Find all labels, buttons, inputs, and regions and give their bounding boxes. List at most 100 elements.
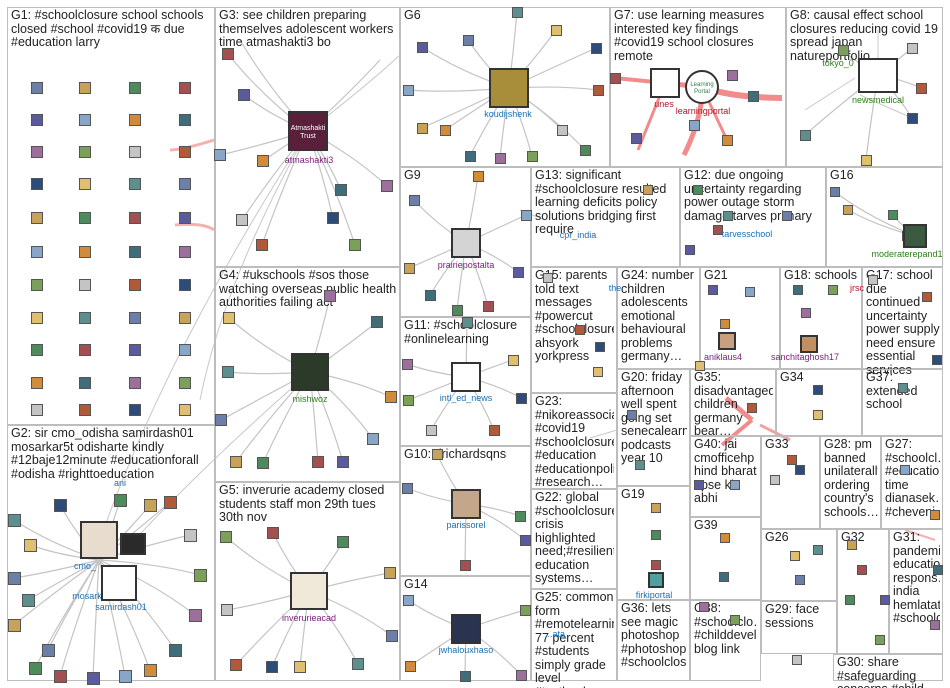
user-avatar[interactable] [7,513,21,527]
user-avatar[interactable] [408,194,420,206]
user-avatar[interactable] [31,178,43,190]
user-avatar[interactable] [651,503,661,513]
user-avatar[interactable] [875,635,885,645]
user-avatar[interactable] [31,344,43,356]
hub-learningportal[interactable]: Learning Portal [685,70,719,104]
hub-parissorel[interactable] [451,489,481,519]
user-avatar[interactable] [256,239,268,251]
user-avatar[interactable] [635,460,645,470]
user-avatar[interactable] [238,89,250,101]
user-avatar[interactable] [719,572,729,582]
user-avatar[interactable] [129,377,141,389]
user-avatar[interactable] [53,669,67,683]
user-avatar[interactable] [745,287,755,297]
user-avatar[interactable] [179,344,191,356]
user-avatar[interactable] [416,41,428,53]
user-avatar[interactable] [324,290,336,302]
user-avatar[interactable] [143,663,157,677]
user-avatar[interactable] [930,510,940,520]
user-avatar[interactable] [129,212,141,224]
user-avatar[interactable] [188,608,202,622]
user-avatar[interactable] [482,300,494,312]
user-avatar[interactable] [403,262,415,274]
user-avatar[interactable] [930,620,940,630]
hub-unes[interactable] [650,68,680,98]
user-avatar[interactable] [906,42,918,54]
hub-newsmedical[interactable] [858,58,898,93]
user-avatar[interactable] [193,568,207,582]
user-avatar[interactable] [335,184,347,196]
user-avatar[interactable] [179,312,191,324]
user-avatar[interactable] [31,312,43,324]
user-avatar[interactable] [451,304,463,316]
user-avatar[interactable] [464,150,476,162]
user-avatar[interactable] [223,312,235,324]
user-avatar[interactable] [828,285,838,295]
user-avatar[interactable] [79,279,91,291]
user-avatar[interactable] [708,285,718,295]
user-avatar[interactable] [129,146,141,158]
user-avatar[interactable] [384,567,396,579]
user-avatar[interactable] [402,84,414,96]
user-avatar[interactable] [459,670,471,682]
hub-firkiportal[interactable] [648,572,664,588]
user-avatar[interactable] [730,480,740,490]
user-avatar[interactable] [651,530,661,540]
user-avatar[interactable] [79,377,91,389]
user-avatar[interactable] [747,90,759,102]
user-avatar[interactable] [790,551,800,561]
user-avatar[interactable] [294,661,306,673]
user-avatar[interactable] [79,146,91,158]
hub-mishwoz[interactable] [291,353,329,391]
user-avatar[interactable] [515,669,527,681]
user-avatar[interactable] [699,602,709,612]
user-avatar[interactable] [385,391,397,403]
user-avatar[interactable] [459,559,471,571]
user-avatar[interactable] [630,132,642,144]
user-avatar[interactable] [439,124,451,136]
user-avatar[interactable] [795,575,805,585]
user-avatar[interactable] [41,643,55,657]
user-avatar[interactable] [813,385,823,395]
user-avatar[interactable] [847,540,857,550]
user-avatar[interactable] [168,643,182,657]
user-avatar[interactable] [627,410,637,420]
user-avatar[interactable] [401,358,413,370]
user-avatar[interactable] [404,660,416,672]
user-avatar[interactable] [593,367,603,377]
user-avatar[interactable] [79,404,91,416]
user-avatar[interactable] [461,316,473,328]
user-avatar[interactable] [222,48,234,60]
user-avatar[interactable] [801,308,811,318]
user-avatar[interactable] [349,239,361,251]
user-avatar[interactable] [922,292,932,302]
user-avatar[interactable] [694,480,704,490]
hub-samirdash01[interactable] [101,565,137,601]
user-avatar[interactable] [488,424,500,436]
hub-prairiepostalta[interactable] [451,228,481,258]
user-avatar[interactable] [79,178,91,190]
user-avatar[interactable] [720,319,730,329]
user-avatar[interactable] [590,42,602,54]
user-avatar[interactable] [515,392,527,404]
user-avatar[interactable] [520,209,532,221]
user-avatar[interactable] [179,178,191,190]
user-avatar[interactable] [31,212,43,224]
user-avatar[interactable] [900,465,910,475]
user-avatar[interactable] [868,275,878,285]
user-avatar[interactable] [472,170,484,182]
user-avatar[interactable] [723,211,733,221]
user-avatar[interactable] [526,150,538,162]
user-avatar[interactable] [906,112,918,124]
user-avatar[interactable] [236,214,248,226]
user-avatar[interactable] [726,69,738,81]
user-avatar[interactable] [402,594,414,606]
user-avatar[interactable] [860,154,872,166]
user-avatar[interactable] [266,661,278,673]
user-avatar[interactable] [222,366,234,378]
user-avatar[interactable] [770,475,780,485]
user-avatar[interactable] [28,661,42,675]
hub-atmashakti3[interactable]: Atmashakti Trust [288,111,328,151]
user-avatar[interactable] [257,457,269,469]
user-avatar[interactable] [230,659,242,671]
